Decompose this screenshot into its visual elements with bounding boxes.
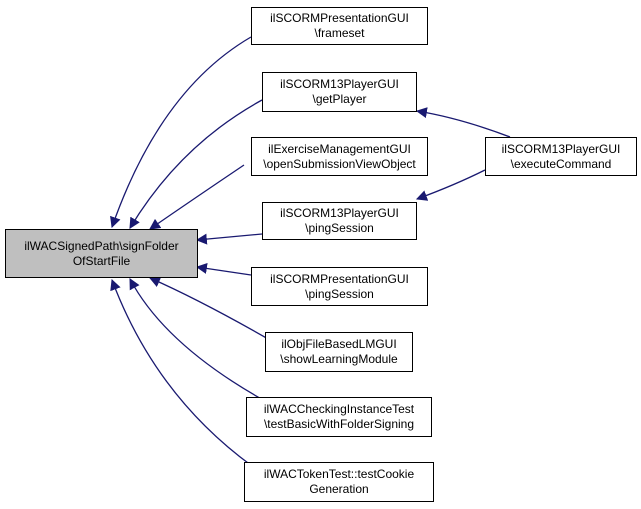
edge-folder-signing-to-root [129, 278, 266, 402]
node-frameset-line2: \frameset [314, 26, 365, 40]
node-pingsessionpres-line2: \pingSession [305, 286, 374, 301]
node-pingsessionpres-line1: ilSCORMPresentationGUI [270, 271, 409, 286]
edge-getplayer-to-root [129, 99, 263, 229]
node-showlm-line2: \showLearningModule [280, 352, 398, 366]
node-sign-folder-of-start-file[interactable]: ilWACSignedPath\signFolder OfStartFile [5, 229, 198, 278]
node-foldersigning-line1: ilWACCheckingInstanceTest [263, 402, 415, 416]
edge-showlm-to-root [148, 276, 271, 341]
edge-execute-to-getplayer [415, 107, 511, 138]
node-exercise-open-submission[interactable]: ilExerciseManagementGUI \openSubmissionV… [251, 137, 428, 176]
node-sign-folder-line2: OfStartFile [72, 253, 131, 268]
node-scorm-presentation-frameset[interactable]: ilSCORMPresentationGUI \frameset [251, 7, 428, 45]
node-scorm13-execute-command[interactable]: ilSCORM13PlayerGUI \executeCommand [485, 137, 637, 176]
node-foldersigning-line2: \testBasicWithFolderSigning [263, 417, 415, 431]
node-pingsession13-line2: \pingSession [305, 221, 374, 235]
node-execute-line2: \executeCommand [510, 156, 612, 171]
node-scorm13-get-player[interactable]: ilSCORM13PlayerGUI \getPlayer [262, 72, 417, 112]
node-execute-line1: ilSCORM13PlayerGUI [501, 141, 621, 156]
node-wac-token-test-cookie[interactable]: ilWACTokenTest::testCookie Generation [244, 462, 434, 502]
node-scorm13-ping-session[interactable]: ilSCORM13PlayerGUI \pingSession [262, 202, 417, 240]
edge-execute-to-pingsession13 [415, 169, 486, 201]
edges-layer [110, 36, 511, 467]
node-frameset-line1: ilSCORMPresentationGUI [270, 11, 409, 25]
node-pingsession13-line1: ilSCORM13PlayerGUI [280, 206, 399, 220]
edge-opensubmission-to-root [149, 164, 245, 230]
node-file-based-lm-show-module[interactable]: ilObjFileBasedLMGUI \showLearningModule [265, 332, 413, 372]
node-scorm-presentation-ping-session[interactable]: ilSCORMPresentationGUI \pingSession [251, 267, 428, 306]
node-getplayer-line2: \getPlayer [312, 92, 367, 106]
node-opensubmission-line2: \openSubmissionViewObject [263, 156, 416, 171]
node-showlm-line1: ilObjFileBasedLMGUI [281, 337, 397, 351]
node-cookie-line1: ilWACTokenTest::testCookie [263, 467, 415, 481]
edge-frameset-to-root [110, 36, 252, 229]
node-sign-folder-line1: ilWACSignedPath\signFolder [24, 238, 179, 253]
node-getplayer-line1: ilSCORM13PlayerGUI [280, 77, 399, 91]
edge-pingsession13-to-root [195, 233, 263, 245]
edge-pingsessionpres-to-root [195, 263, 252, 276]
node-wac-checking-folder-signing[interactable]: ilWACCheckingInstanceTest \testBasicWith… [246, 397, 432, 437]
edge-cookie-to-root [110, 278, 253, 467]
node-cookie-line2: Generation [309, 482, 369, 496]
node-opensubmission-line1: ilExerciseManagementGUI [268, 141, 411, 156]
